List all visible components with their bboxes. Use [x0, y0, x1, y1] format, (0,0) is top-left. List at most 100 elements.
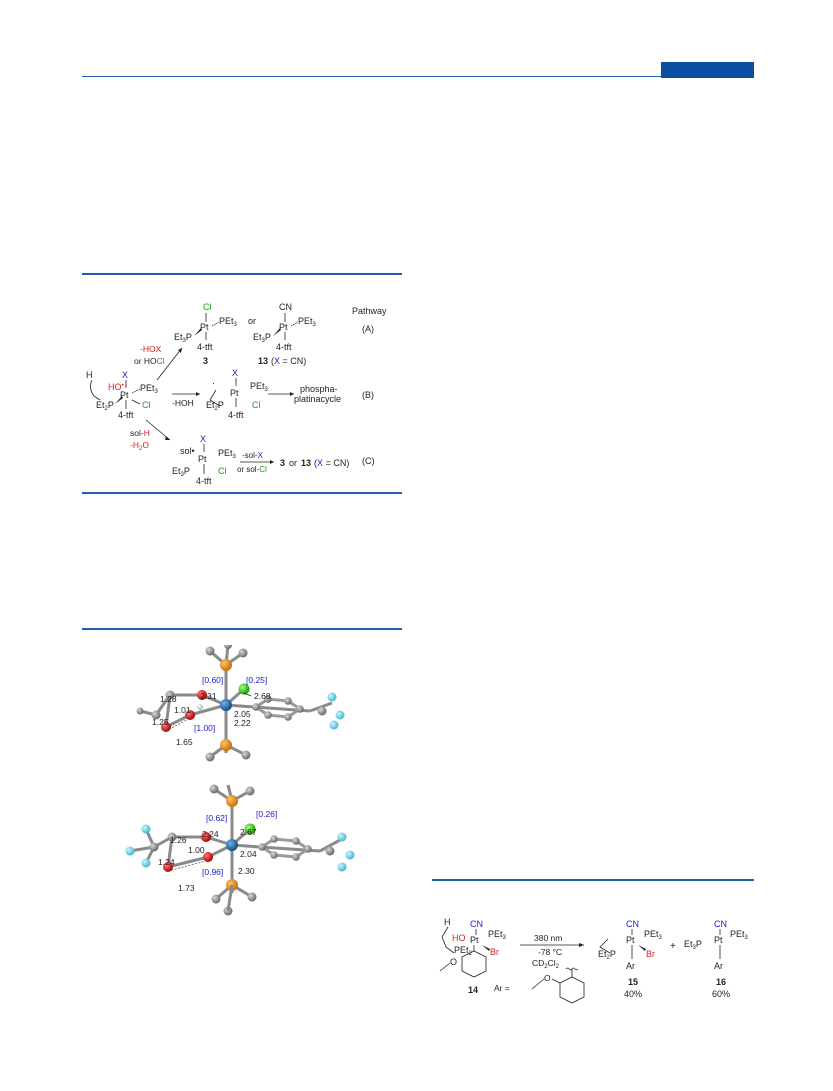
svg-text:[1.00]: [1.00]: [194, 723, 215, 733]
svg-text:PEt3: PEt3: [298, 316, 317, 328]
svg-text:[0.60]: [0.60]: [202, 675, 223, 685]
svg-text:1.01: 1.01: [174, 705, 191, 715]
svg-text:Cl: Cl: [142, 400, 151, 410]
compound-16-structure: CN Pt PEt3 Et3P Ar 16 60%: [684, 919, 749, 999]
svg-text:1.24: 1.24: [158, 857, 175, 867]
scheme1-bottom-rule: [82, 492, 402, 494]
svg-text:4-tft: 4-tft: [197, 342, 213, 352]
svg-text:Ar: Ar: [626, 961, 635, 971]
svg-text:O: O: [544, 973, 551, 983]
svg-text:sol•: sol•: [180, 446, 195, 456]
pathway-label: Pathway: [352, 306, 387, 316]
svg-text:PEt3: PEt3: [644, 929, 663, 941]
svg-text:CN: CN: [470, 919, 483, 929]
svg-text:1.28: 1.28: [160, 694, 177, 704]
header-corner-block: [661, 62, 754, 78]
svg-text:-HOH: -HOH: [172, 398, 194, 408]
svg-text:+: +: [670, 941, 676, 952]
svg-text:Pt: Pt: [120, 390, 129, 400]
svg-text:Pt: Pt: [626, 935, 635, 945]
svg-text:2.68: 2.68: [254, 691, 271, 701]
svg-text:1.25: 1.25: [152, 717, 169, 727]
svg-text:40%: 40%: [624, 989, 642, 999]
svg-text:1.26: 1.26: [170, 835, 187, 845]
svg-text:Ar: Ar: [714, 961, 723, 971]
compound-14-structure: H CN HO Pt PEt3 PEt2 Br O 14: [439, 917, 507, 995]
svg-text:14: 14: [468, 985, 478, 995]
svg-text:X: X: [200, 434, 206, 444]
svg-text:Pt: Pt: [198, 454, 207, 464]
svg-text:-HOX: -HOX: [140, 344, 162, 354]
svg-text:PEt2: PEt2: [454, 945, 473, 957]
svg-text:platinacycle: platinacycle: [294, 394, 341, 404]
svg-text:2.30: 2.30: [238, 866, 255, 876]
svg-text:X: X: [122, 370, 128, 380]
svg-text:[0.26]: [0.26]: [256, 809, 277, 819]
svg-text:X: X: [232, 368, 238, 378]
svg-text:PEt3: PEt3: [140, 383, 159, 395]
model-bottom: [0.62] [0.26] 1.26 2.24 2.67 1.00 2.04 1…: [125, 784, 355, 916]
svg-text:Ar =: Ar =: [494, 983, 510, 993]
svg-text:PEt3: PEt3: [488, 929, 507, 941]
figure1-molecular-models: [0.60] [0.25] 1.28 2.31 2.68 1.01 2.05 1…: [125, 645, 355, 916]
svg-text:2.05: 2.05: [234, 709, 251, 719]
pathway-c-label: (C): [362, 456, 375, 466]
figure1-top-rule: [82, 628, 402, 630]
svg-text:·: ·: [212, 378, 215, 388]
svg-text:4-tft: 4-tft: [228, 410, 244, 420]
svg-text:-H2O: -H2O: [130, 440, 149, 452]
svg-text:4-tft: 4-tft: [276, 342, 292, 352]
svg-text:Pt: Pt: [200, 322, 209, 332]
svg-text:380 nm: 380 nm: [534, 933, 562, 943]
pathway-b-label: (B): [362, 390, 374, 400]
svg-text:PEt3: PEt3: [218, 448, 237, 460]
svg-text:Cl: Cl: [252, 400, 261, 410]
pathway-a-label: (A): [362, 324, 374, 334]
svg-text:Cl: Cl: [218, 466, 227, 476]
svg-text:4-tft: 4-tft: [196, 476, 212, 486]
scheme2-diagram: H CN HO Pt PEt3 PEt2 Br O 14 380 nm -78 …: [439, 917, 749, 1004]
compound-15-structure: CN Pt PEt3 Et2P Br Ar 15 40%: [598, 919, 663, 999]
svg-text:Pt: Pt: [279, 322, 288, 332]
svg-text:[0.96]: [0.96]: [202, 867, 223, 877]
svg-text:2.31: 2.31: [200, 691, 217, 701]
svg-text:Pt: Pt: [470, 935, 479, 945]
svg-text:Et3P: Et3P: [684, 939, 702, 951]
svg-text:or: or: [248, 316, 256, 326]
svg-text:CN: CN: [714, 919, 727, 929]
svg-text:1.65: 1.65: [176, 737, 193, 747]
svg-text:HO•: HO•: [108, 382, 124, 392]
svg-text:Cl: Cl: [203, 302, 212, 312]
compound-3-label: 3: [203, 356, 208, 366]
model-top: [0.60] [0.25] 1.28 2.31 2.68 1.01 2.05 1…: [136, 645, 345, 762]
scheme2-top-rule: [432, 879, 754, 881]
svg-text:2.04: 2.04: [240, 849, 257, 859]
svg-text:4-tft: 4-tft: [118, 410, 134, 420]
svg-text:PEt3: PEt3: [730, 929, 749, 941]
svg-text:Et3P: Et3P: [253, 332, 271, 344]
svg-text:phospha-: phospha-: [300, 384, 338, 394]
radical-intermediate-structure: · X Pt PEt3 Et2P Cl 4-tft: [206, 368, 269, 420]
svg-text:Et3P: Et3P: [174, 332, 192, 344]
svg-text:[0.62]: [0.62]: [206, 813, 227, 823]
svg-text:2.24: 2.24: [202, 829, 219, 839]
svg-text:1.73: 1.73: [178, 883, 195, 893]
svg-text:or HOCl: or HOCl: [134, 356, 165, 366]
svg-text:CN: CN: [626, 919, 639, 929]
svg-text:Pt: Pt: [714, 935, 723, 945]
svg-text:O: O: [450, 957, 457, 967]
svg-text:Et2P: Et2P: [206, 400, 224, 412]
svg-text:1.00: 1.00: [188, 845, 205, 855]
svg-text:Et3P: Et3P: [172, 466, 190, 478]
svg-text:sol-H: sol-H: [130, 428, 150, 438]
svg-text:H: H: [444, 917, 451, 927]
svg-text:-78 °C: -78 °C: [538, 947, 562, 957]
svg-text:Et2P: Et2P: [96, 400, 114, 412]
compound-13-structure: CN Pt PEt3 Et3P 4-tft 13(X = CN): [253, 302, 317, 366]
svg-text:Pt: Pt: [230, 388, 239, 398]
svg-text:H: H: [86, 370, 93, 380]
svg-text:2.22: 2.22: [234, 718, 251, 728]
svg-text:13(X = CN): 13(X = CN): [258, 356, 306, 366]
compound-3-structure: Cl Pt PEt3 Et3P 4-tft 3: [174, 302, 238, 366]
